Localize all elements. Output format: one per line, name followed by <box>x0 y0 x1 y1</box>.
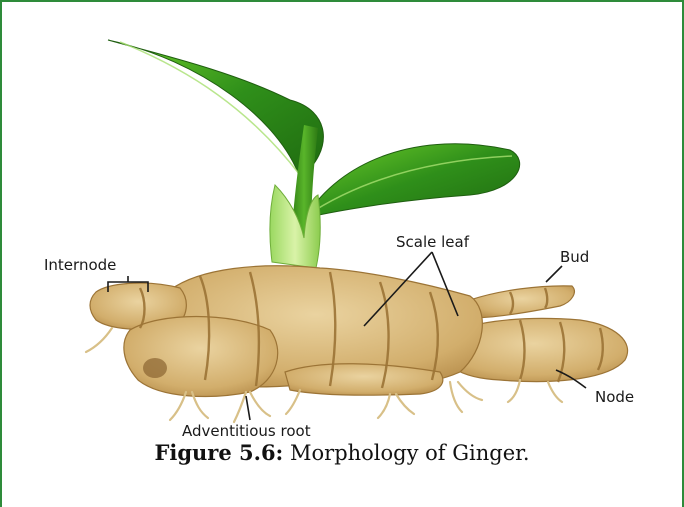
label-node: Node <box>595 388 634 406</box>
label-internode: Internode <box>44 256 116 274</box>
caption-text: Morphology of Ginger. <box>283 441 529 465</box>
upper-leaf <box>108 40 323 178</box>
label-bud: Bud <box>560 248 589 266</box>
label-adventitious-root: Adventitious root <box>182 422 311 440</box>
label-scale-leaf: Scale leaf <box>396 233 470 251</box>
bud-pointer <box>546 266 562 282</box>
lower-leaf <box>305 144 520 218</box>
caption-number: Figure 5.6: <box>154 440 283 465</box>
figure-caption: Figure 5.6: Morphology of Ginger. <box>0 440 684 465</box>
front-lobe <box>124 317 278 397</box>
rhizome <box>90 266 628 397</box>
bud-lobe <box>470 286 574 318</box>
root-pointer <box>246 396 250 420</box>
